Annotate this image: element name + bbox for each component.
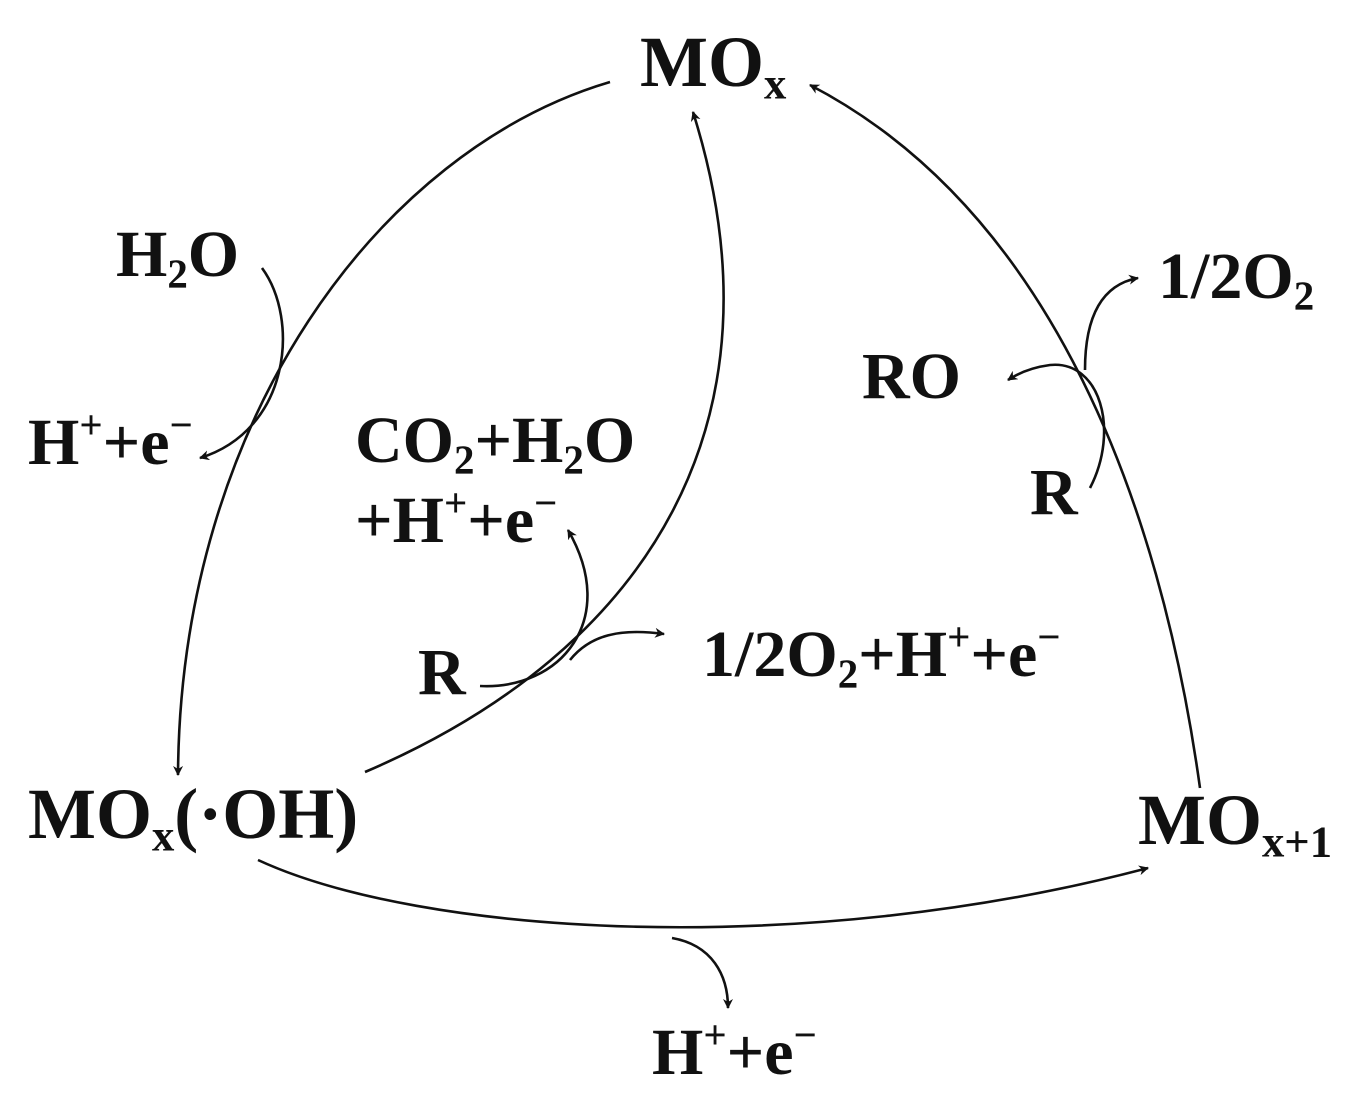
species-proton-electron-co2: +H++e− (355, 480, 558, 557)
species-co2-h2o: CO2+H2O (355, 404, 636, 483)
species-o2-proton-electron: 1/2O2+H++e− (702, 614, 1061, 697)
arrow-mox-to-mox-oh (173, 80, 611, 776)
node-mox: MOx (640, 22, 787, 109)
species-proton-electron-bottom: H++e− (652, 1012, 817, 1089)
species-h2o: H2O (116, 218, 240, 297)
arrow-mox1-to-mox (809, 83, 1202, 789)
node-mox1: MOx+1 (1138, 780, 1333, 867)
arrow-bottom-branch (671, 936, 733, 1009)
species-r-right: R (1030, 456, 1078, 529)
arrow-o2-release (1083, 274, 1139, 371)
arrow-h2o-side-branch (199, 267, 285, 461)
arrow-r-to-co2 (479, 529, 589, 688)
arrow-r-to-o2-center (568, 627, 665, 661)
arrow-mox-oh-to-mox (364, 111, 725, 774)
species-ro: RO (862, 340, 961, 413)
species-r-center: R (418, 636, 466, 709)
species-proton-electron-left: H++e− (28, 402, 193, 479)
arrow-r-to-ro (1007, 363, 1106, 489)
arrow-mox-oh-to-mox1 (257, 858, 1149, 929)
node-mox-oh: MOx(·OH) (28, 774, 359, 861)
species-half-o2: 1/2O2 (1158, 240, 1315, 319)
